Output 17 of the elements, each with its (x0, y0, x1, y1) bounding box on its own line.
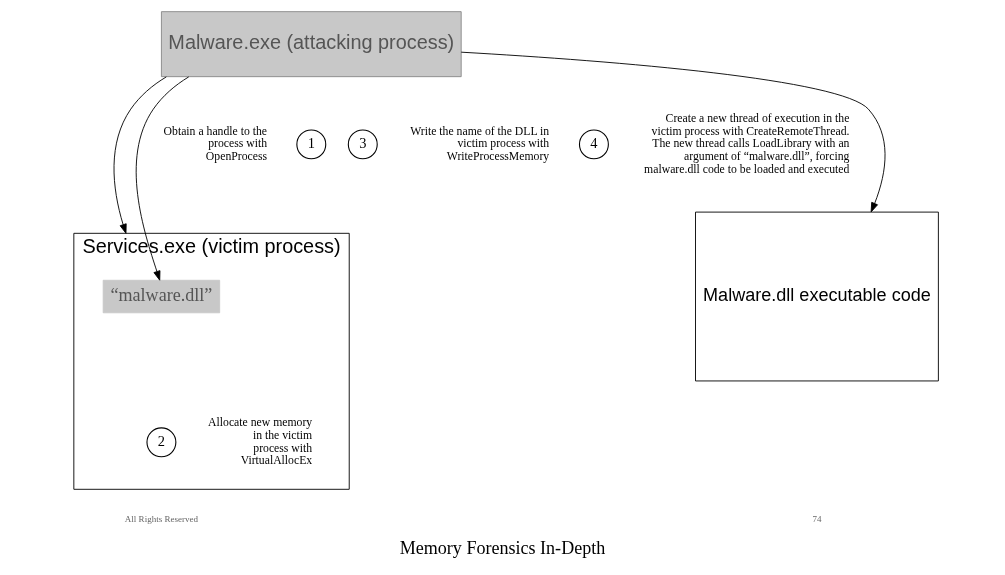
node-circle: 2 (146, 427, 177, 458)
node-circle: 3 (347, 129, 378, 160)
node-circle: 1 (296, 129, 327, 160)
arrow (113, 76, 167, 234)
arrow (135, 76, 190, 281)
node-box: Malware.dll executable code (695, 211, 939, 382)
node-label: Write the name of the DLL in victim process with WriteProcessMemory (410, 124, 550, 164)
caption: Memory Forensics In-Depth (399, 538, 606, 559)
node-label: Obtain a handle to the process with OpenProcess (163, 124, 268, 164)
node-box: Malware.exe (attacking process) (160, 11, 462, 78)
node-label: Create a new thread of execution in the victim process with CreateRemoteThread. The new thread calls LoadLibrary with an argument of “malware.dll”, forcing malware.dll code to be loaded and executed (644, 112, 850, 176)
node-box: “malware.dll” (102, 279, 221, 314)
label: All Rights Reserved (124, 514, 198, 525)
node-circle: 4 (578, 129, 609, 160)
label: 74 (812, 514, 822, 525)
arrow (460, 51, 886, 213)
node-label: Allocate new memory in the victim process with VirtualAllocEx (208, 416, 313, 468)
